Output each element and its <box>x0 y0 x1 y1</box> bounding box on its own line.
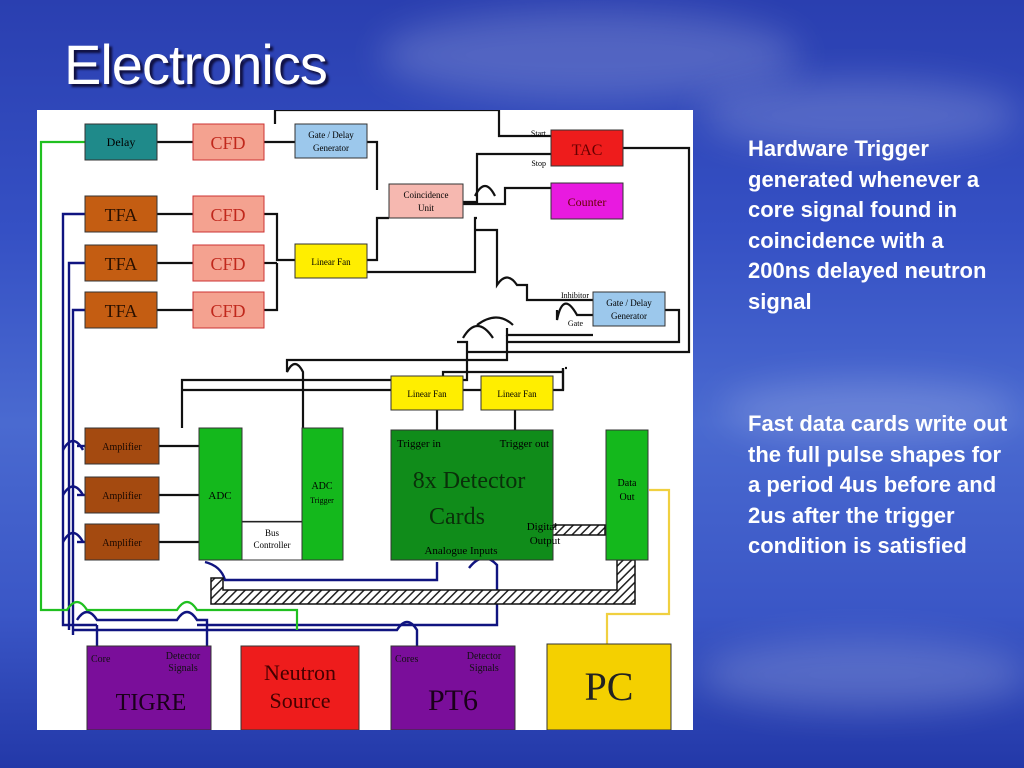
stop-label: Stop <box>531 159 546 168</box>
pt6-box: Cores Detector Signals PT6 <box>390 645 516 730</box>
bus-controller: Bus Controller <box>241 521 303 561</box>
adc-trigger-label: Trigger <box>310 496 334 505</box>
adc-label: ADC <box>208 490 231 502</box>
background-cloud <box>700 640 1024 710</box>
cfd-label: CFD <box>210 301 245 321</box>
signal-wires <box>39 140 671 644</box>
linear-fan: Linear Fan <box>294 243 368 279</box>
tfa-label: TFA <box>105 254 138 274</box>
linear-fan: Linear Fan <box>390 375 464 411</box>
background-cloud <box>380 10 800 100</box>
gate-delay-label: Generator <box>313 143 349 153</box>
data-out-box: Data Out <box>605 429 649 561</box>
neutron-source-label: Neutron <box>264 660 336 685</box>
analogue-inputs-label: Analogue Inputs <box>424 545 497 557</box>
data-out-label: Data <box>618 478 637 489</box>
adc-trigger-label: ADC <box>311 481 332 492</box>
delay-box: Delay <box>84 123 158 161</box>
amplifier-box: Amplifier <box>84 523 160 561</box>
cfd-box: CFD <box>192 195 265 233</box>
gate-delay-label: Gate / Delay <box>606 298 652 308</box>
tigre-label: TIGRE <box>116 690 187 716</box>
bus-label: Controller <box>254 540 291 550</box>
trigger-note: Hardware Trigger generated whenever a co… <box>748 136 987 314</box>
linear-fan-label: Linear Fan <box>311 257 351 267</box>
counter-label: Counter <box>568 195 607 209</box>
tigre-box: Core Detector Signals TIGRE <box>86 645 212 730</box>
amplifier-box: Amplifier <box>84 427 160 465</box>
start-label: Start <box>531 129 547 138</box>
detector-title: Cards <box>429 504 485 530</box>
neutron-source-box: Neutron Source <box>240 645 360 730</box>
counter-box: Counter <box>550 182 624 220</box>
trigger-in-label: Trigger in <box>397 438 441 450</box>
data-out-label: Out <box>620 492 635 503</box>
tfa-box: TFA <box>84 195 158 233</box>
pc-label: PC <box>585 664 634 709</box>
digital-bus <box>551 524 606 536</box>
background-cloud <box>720 380 1020 440</box>
amplifier-box: Amplifier <box>84 476 160 514</box>
cfd-box: CFD <box>192 244 265 282</box>
gate-delay-generator: Gate / Delay Generator Inhibitor Gate <box>561 291 666 328</box>
fast-data-note: Fast data cards write out the full pulse… <box>748 411 1008 558</box>
pt6-label: PT6 <box>428 684 478 717</box>
bus-label: Bus <box>265 528 280 538</box>
cfd-box: CFD <box>192 123 265 161</box>
tfa-box: TFA <box>84 291 158 329</box>
cfd-label: CFD <box>210 133 245 153</box>
detector-signals-label: Detector <box>166 651 201 662</box>
background-cloud <box>700 80 1020 150</box>
delay-label: Delay <box>107 135 136 149</box>
gate-delay-generator: Gate / Delay Generator <box>294 123 368 159</box>
slide-title: Electronics <box>64 33 328 96</box>
trigger-out-label: Trigger out <box>500 438 549 450</box>
adc-box: ADC <box>198 427 243 561</box>
tfa-box: TFA <box>84 244 158 282</box>
adc-trigger-box: ADC Trigger <box>301 427 344 561</box>
tfa-label: TFA <box>105 301 138 321</box>
detector-cards: Trigger in Trigger out 8x Detector Cards… <box>390 429 561 561</box>
tac-box: TAC Start Stop <box>531 129 624 168</box>
linear-fan: Linear Fan <box>480 375 554 411</box>
tfa-label: TFA <box>105 205 138 225</box>
coincidence-label: Unit <box>418 203 435 213</box>
inhibitor-label: Inhibitor <box>561 291 589 300</box>
detector-signals-label: Signals <box>168 663 198 674</box>
tac-label: TAC <box>572 142 603 159</box>
coincidence-unit: Coincidence Unit <box>388 183 464 219</box>
core-label: Core <box>91 654 111 665</box>
pc-box: PC <box>546 643 672 730</box>
electronics-diagram: Delay CFD CFD CFD CFD TFA TFA TFA Gate /… <box>37 110 693 730</box>
cfd-box: CFD <box>192 291 265 329</box>
cfd-label: CFD <box>210 205 245 225</box>
gate-label: Gate <box>568 319 584 328</box>
coincidence-label: Coincidence <box>404 190 449 200</box>
diagram-svg: Delay CFD CFD CFD CFD TFA TFA TFA Gate /… <box>39 110 691 730</box>
gate-delay-label: Generator <box>611 311 647 321</box>
linear-fan-label: Linear Fan <box>497 389 537 399</box>
digital-bus <box>210 559 636 605</box>
neutron-source-label: Source <box>269 688 330 713</box>
detector-signals-label: Detector <box>467 651 502 662</box>
cfd-label: CFD <box>210 254 245 274</box>
gate-delay-label: Gate / Delay <box>308 130 354 140</box>
amplifier-label: Amplifier <box>102 491 142 502</box>
amplifier-label: Amplifier <box>102 442 142 453</box>
linear-fan-label: Linear Fan <box>407 389 447 399</box>
detector-signals-label: Signals <box>469 663 499 674</box>
detector-title: 8x Detector <box>413 468 526 494</box>
cores-label: Cores <box>395 654 418 665</box>
digital-output-label: Digital <box>527 521 558 533</box>
digital-output-label: Output <box>530 535 561 547</box>
amplifier-label: Amplifier <box>102 538 142 549</box>
